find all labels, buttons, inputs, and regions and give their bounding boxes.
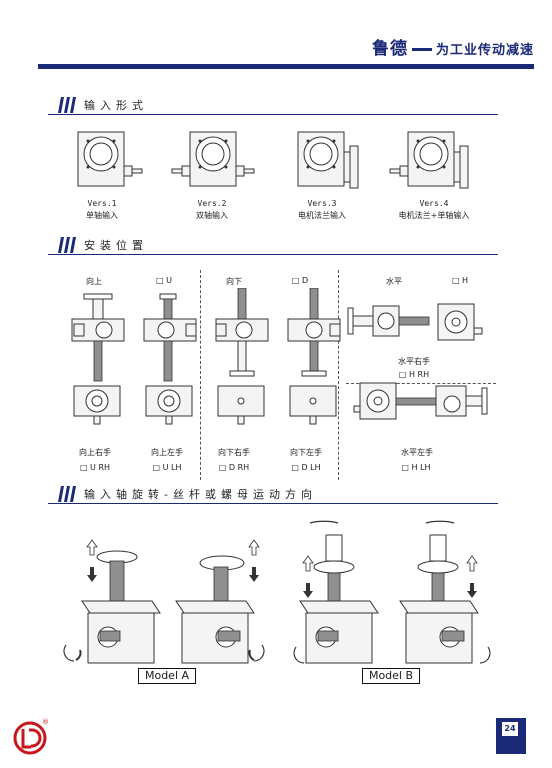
mount-up-left-code: □ U LH (152, 463, 182, 472)
mount-horizontal-label: 水平 (386, 277, 402, 286)
vers1-name: 单轴输入 (86, 211, 118, 220)
mount-up-right-code: □ U RH (79, 463, 111, 472)
mount-down-left-label: 向下左手 (290, 448, 322, 457)
mount-down-label: 向下 (226, 277, 242, 286)
slash-mark-icon (58, 237, 76, 253)
vers2-drawing (171, 131, 255, 187)
section-underline (48, 503, 498, 504)
mount-up-label: 向上 (86, 277, 102, 286)
vers4-name: 电机法兰+单轴输入 (398, 211, 470, 220)
vers4-drawing (389, 131, 469, 189)
mounting-drawings (71, 288, 488, 425)
up-left-drawing (143, 293, 197, 425)
slash-mark-icon (58, 97, 76, 113)
mount-up-code: □ U (156, 276, 172, 285)
vers3-code: Vers.3 (307, 199, 337, 208)
vers3-drawing (297, 131, 359, 189)
section-title: 输入形式 (84, 99, 148, 112)
slash-mark-icon (58, 486, 76, 502)
horizontal-right-drawing (347, 303, 483, 341)
brand-logo-icon (13, 721, 47, 755)
down-right-drawing (215, 288, 269, 425)
mount-down-right-label: 向下右手 (218, 448, 250, 457)
mount-down-code: □ D (291, 276, 309, 285)
section-title: 输入轴旋转-丝杆或螺母运动方向 (84, 488, 317, 501)
model-b-left-unit (293, 520, 379, 664)
input-version-drawings (77, 131, 469, 189)
registered-mark: ® (42, 718, 49, 726)
model-b-label: Model B (362, 668, 420, 684)
horizontal-left-drawing (353, 382, 488, 420)
model-a-label: Model A (138, 668, 196, 684)
model-a-left-unit (63, 539, 161, 664)
down-left-drawing (287, 288, 341, 425)
mount-h-left-code: □ H LH (401, 463, 431, 472)
mount-h-right-code: □ H RH (398, 370, 430, 379)
brand-header: 鲁德 为工业传动减速 (372, 34, 534, 59)
section-heading-rotation: 输入轴旋转-丝杆或螺母运动方向 (48, 486, 498, 504)
vers3-name: 电机法兰输入 (298, 211, 346, 220)
section-underline (48, 254, 498, 255)
section-heading-input-form: 输入形式 (48, 97, 498, 115)
header-rule (38, 64, 534, 69)
page-number-tab: 24 (496, 718, 526, 754)
mount-horizontal-code: □ H (451, 276, 469, 285)
up-right-drawing (71, 293, 125, 425)
model-a-right-unit (175, 539, 265, 664)
section-heading-mounting: 安装位置 (48, 237, 498, 255)
vers2-code: Vers.2 (197, 199, 227, 208)
vers1-drawing (77, 131, 143, 187)
rotation-illustrations (63, 520, 491, 664)
mount-up-right-label: 向上右手 (79, 448, 111, 457)
page-number: 24 (502, 722, 518, 736)
brand-tagline: 为工业传动减速 (435, 43, 534, 58)
brand-dash (411, 47, 432, 51)
section-title: 安装位置 (84, 239, 148, 252)
mount-h-right-label: 水平右手 (398, 357, 430, 366)
mount-up-left-label: 向上左手 (151, 448, 183, 457)
mount-h-left-label: 水平左手 (401, 448, 433, 457)
mount-down-left-code: □ D LH (291, 463, 321, 472)
mount-down-right-code: □ D RH (218, 463, 250, 472)
brand-name: 鲁德 (371, 39, 408, 59)
divider (338, 270, 339, 480)
divider (346, 383, 496, 384)
vers1-code: Vers.1 (87, 199, 117, 208)
vers2-name: 双轴输入 (196, 211, 228, 220)
model-b-right-unit (399, 520, 491, 664)
divider (200, 270, 201, 480)
section-underline (48, 114, 498, 115)
vers4-code: Vers.4 (419, 199, 449, 208)
